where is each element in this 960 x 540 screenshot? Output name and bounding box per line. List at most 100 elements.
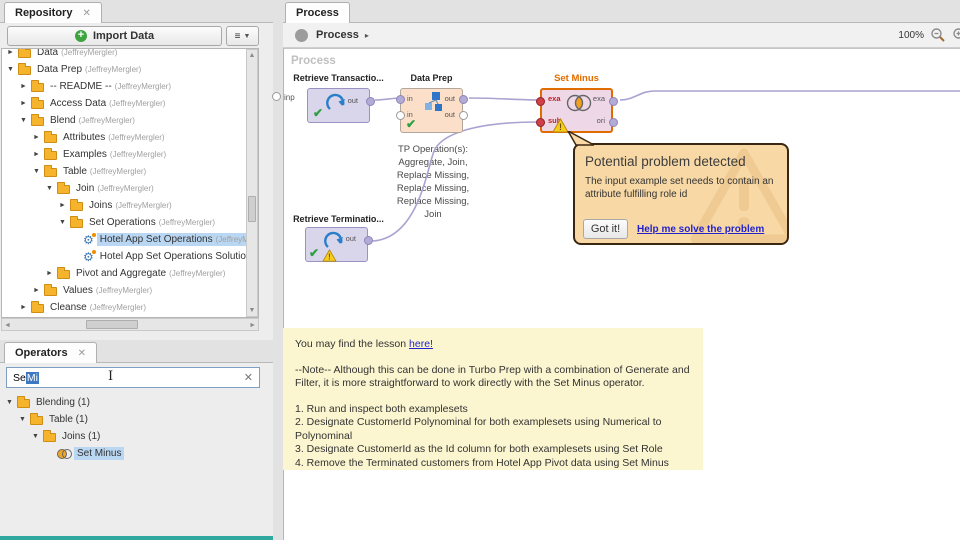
out-port-label: out xyxy=(444,94,455,103)
lesson-link[interactable]: here! xyxy=(409,338,433,350)
tree-item-icon xyxy=(31,97,44,109)
input-port[interactable] xyxy=(396,111,405,120)
operator-tree-row[interactable]: Joins (1) xyxy=(1,428,259,445)
vscroll-thumb[interactable] xyxy=(248,196,256,222)
operator-icon xyxy=(30,413,43,425)
clear-search-icon[interactable]: ✕ xyxy=(243,372,253,384)
scroll-left-icon[interactable]: ◄ xyxy=(4,322,11,329)
tree-row[interactable]: -- README -- (JeffreyMergler) xyxy=(2,78,258,95)
data-prep-node[interactable]: in in out out ✔ xyxy=(396,88,468,133)
output-port[interactable] xyxy=(459,111,468,120)
left-panel: Repository ✕ + Import Data ≡ ▼ Data (Jef… xyxy=(0,0,273,540)
repository-hscrollbar[interactable]: ◄ ► xyxy=(1,318,259,331)
breadcrumb[interactable]: Process xyxy=(316,29,359,41)
plus-icon: + xyxy=(74,30,87,42)
note-step: 2. Designate CustomerId Polynominal for … xyxy=(295,416,662,442)
tree-row[interactable]: Joins (JeffreyMergler) xyxy=(2,197,258,214)
close-icon[interactable]: ✕ xyxy=(77,347,86,359)
tree-row[interactable]: Attributes (JeffreyMergler) xyxy=(2,129,258,146)
operator-label: Table (1) xyxy=(49,414,88,425)
tree-expand-arrow[interactable] xyxy=(31,433,40,440)
tree-expand-arrow[interactable] xyxy=(18,416,27,423)
input-port[interactable] xyxy=(396,95,405,104)
help-solve-link[interactable]: Help me solve the problem xyxy=(637,224,765,235)
tab-repository[interactable]: Repository ✕ xyxy=(4,2,102,23)
chevron-down-icon: ▼ xyxy=(243,32,251,40)
output-port[interactable] xyxy=(459,95,468,104)
retrieve-transactions-node[interactable]: out ✔ xyxy=(307,88,375,123)
exa-output-port[interactable] xyxy=(609,97,618,106)
tree-expand-arrow[interactable] xyxy=(45,270,54,277)
scroll-up-icon[interactable]: ▲ xyxy=(248,52,256,59)
tree-expand-arrow[interactable] xyxy=(58,219,67,226)
tree-row[interactable]: Cleanse (JeffreyMergler) xyxy=(2,299,258,316)
exa-out-port-label: exa xyxy=(592,94,605,103)
tree-expand-arrow[interactable] xyxy=(32,287,41,294)
tree-item-icon xyxy=(70,216,83,228)
process-input-port[interactable] xyxy=(272,92,281,101)
output-port[interactable] xyxy=(366,97,375,106)
retrieve-terminations-node[interactable]: out ✔ ! xyxy=(305,227,373,262)
import-data-button[interactable]: + Import Data xyxy=(7,26,222,46)
tree-expand-arrow[interactable] xyxy=(45,185,54,192)
scroll-down-icon[interactable]: ▼ xyxy=(248,307,256,314)
tree-expand-arrow[interactable] xyxy=(5,399,14,406)
hscroll-thumb[interactable] xyxy=(86,320,138,329)
exa-input-port[interactable] xyxy=(536,97,545,106)
tree-expand-arrow[interactable] xyxy=(32,151,41,158)
operator-label: Blending (1) xyxy=(36,397,90,408)
tree-row[interactable]: Hotel App Set Operations (JeffreyMergler… xyxy=(2,231,258,248)
tab-process[interactable]: Process xyxy=(285,2,350,23)
output-port[interactable] xyxy=(364,236,373,245)
tree-row[interactable]: Blend (JeffreyMergler) xyxy=(2,112,258,129)
tree-item-icon xyxy=(44,148,57,160)
tree-row[interactable]: Pivot and Aggregate (JeffreyMergler) xyxy=(2,265,258,282)
operator-label: Set Minus xyxy=(77,448,122,459)
tab-operators[interactable]: Operators ✕ xyxy=(4,342,97,363)
tree-expand-arrow[interactable] xyxy=(19,83,28,90)
tree-expand-arrow[interactable] xyxy=(19,100,28,107)
process-tabbar: Process xyxy=(283,0,960,23)
tree-expand-arrow[interactable] xyxy=(32,168,41,175)
tree-row[interactable]: Values (JeffreyMergler) xyxy=(2,282,258,299)
sub-port-label: sub xyxy=(548,116,562,125)
tree-expand-arrow[interactable] xyxy=(19,304,28,311)
got-it-button[interactable]: Got it! xyxy=(583,219,628,239)
tree-item-icon xyxy=(83,249,96,263)
zoom-out-icon[interactable] xyxy=(930,27,946,43)
callout-pointer xyxy=(567,131,595,146)
panel-divider[interactable] xyxy=(273,0,283,540)
tree-row[interactable]: Access Data (JeffreyMergler) xyxy=(2,95,258,112)
set-minus-node[interactable]: exa sub exa ori ! xyxy=(536,88,618,133)
tree-row[interactable]: Examples (JeffreyMergler) xyxy=(2,146,258,163)
tree-expand-arrow[interactable] xyxy=(32,134,41,141)
close-icon[interactable]: ✕ xyxy=(82,7,91,19)
tree-expand-arrow[interactable] xyxy=(6,66,15,73)
tree-item-owner: (JeffreyMergler) xyxy=(61,48,118,57)
repository-menu-button[interactable]: ≡ ▼ xyxy=(226,26,259,46)
operator-tree-row[interactable]: Blending (1) xyxy=(1,394,259,411)
in-port-label: in xyxy=(407,110,413,119)
tree-expand-arrow[interactable] xyxy=(6,49,15,56)
tree-row[interactable]: Data Prep (JeffreyMergler) xyxy=(2,61,258,78)
operator-icon xyxy=(43,430,56,442)
ori-output-port[interactable] xyxy=(609,118,618,127)
zoom-in-icon[interactable] xyxy=(952,27,960,43)
repository-vscrollbar[interactable]: ▲ ▼ xyxy=(246,49,258,317)
tree-expand-arrow[interactable] xyxy=(58,202,67,209)
scroll-right-icon[interactable]: ► xyxy=(249,322,256,329)
warning-icon[interactable]: ! xyxy=(552,118,569,133)
tree-expand-arrow[interactable] xyxy=(19,117,28,124)
operator-tree-row[interactable]: Table (1) xyxy=(1,411,259,428)
tree-item-owner: (JeffreyMergler) xyxy=(108,133,165,142)
tree-row[interactable]: Table (JeffreyMergler) xyxy=(2,163,258,180)
tree-row[interactable]: Hotel App Set Operations Solution (Jeffr… xyxy=(2,248,258,265)
tree-row[interactable]: Set Operations (JeffreyMergler) xyxy=(2,214,258,231)
sub-input-port[interactable] xyxy=(536,118,545,127)
tree-row[interactable]: Join (JeffreyMergler) xyxy=(2,180,258,197)
operator-icon xyxy=(56,448,72,459)
operator-tree-row[interactable]: Set Minus xyxy=(1,445,259,462)
status-strip xyxy=(0,536,273,540)
tree-row[interactable]: Data (JeffreyMergler) xyxy=(2,48,258,61)
